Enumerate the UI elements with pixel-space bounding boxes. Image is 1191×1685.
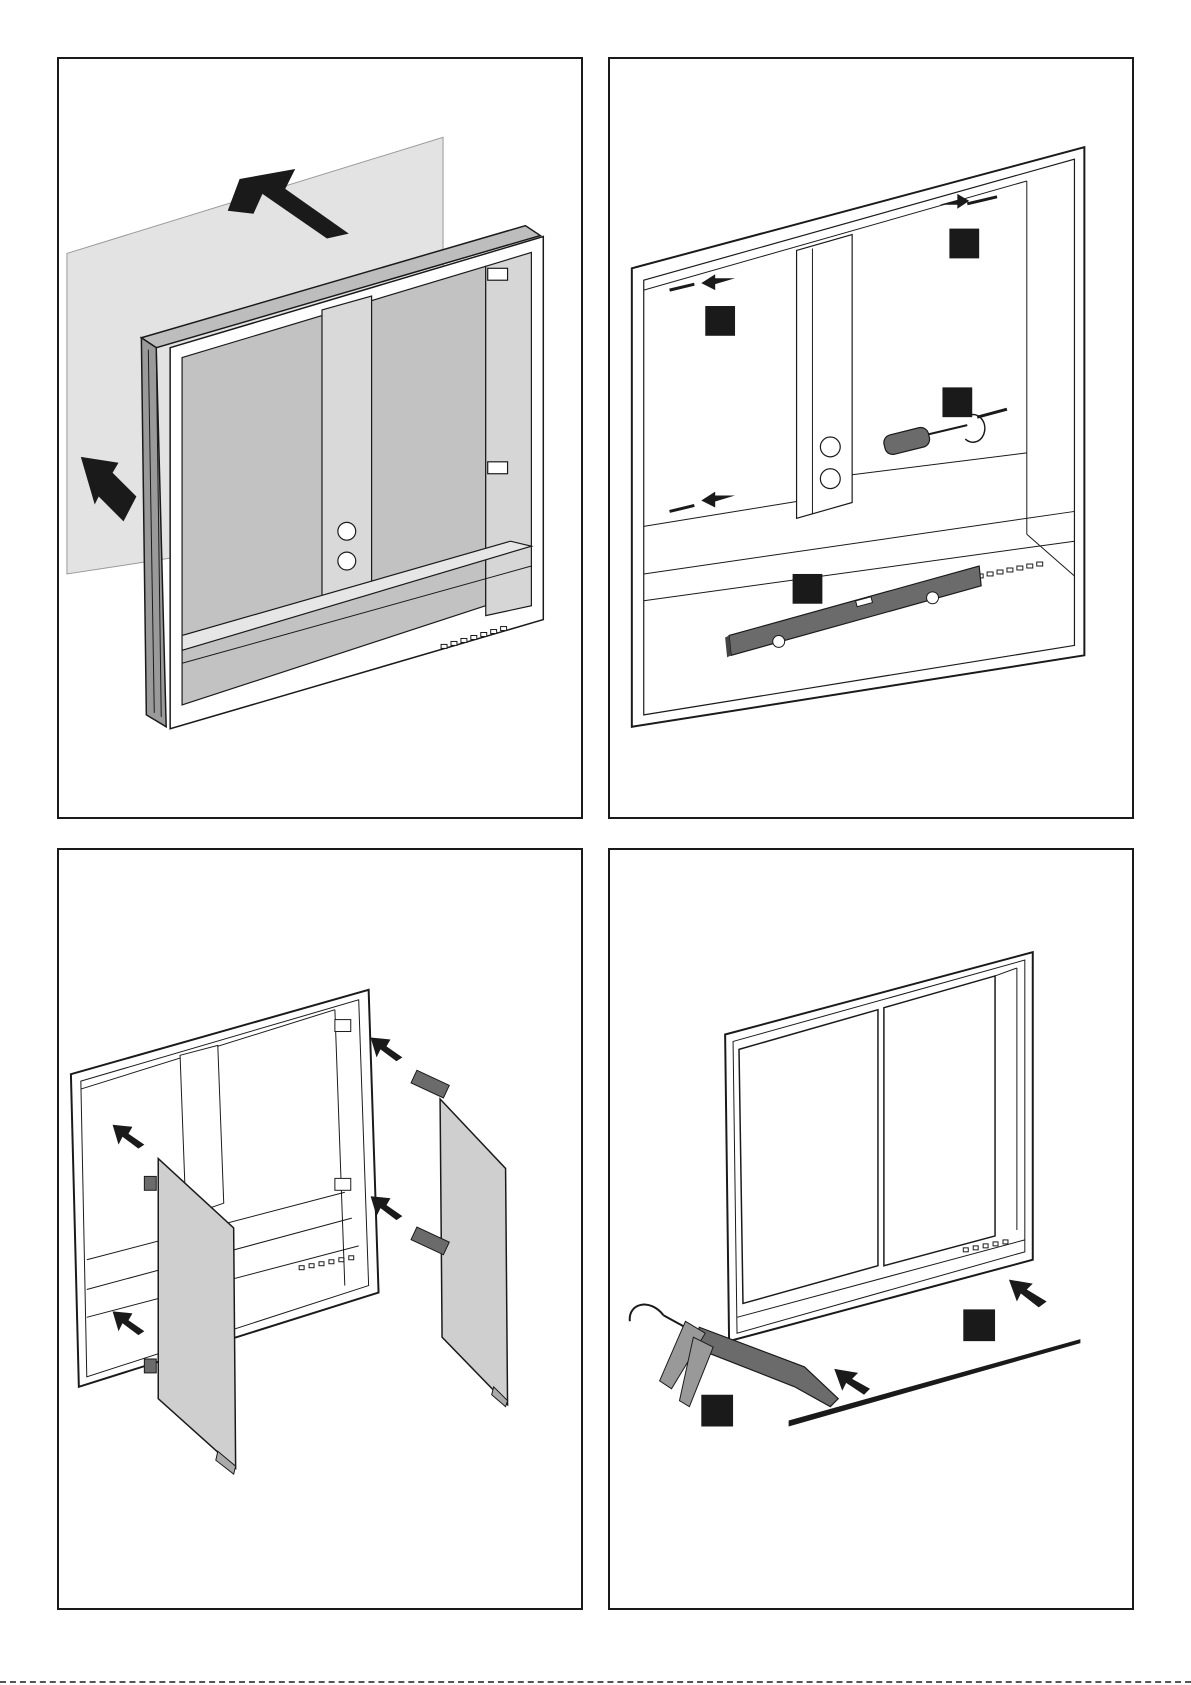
- step-1-panel: [57, 57, 583, 819]
- socket-icon: [820, 437, 840, 457]
- step-marker: [963, 1309, 995, 1341]
- step-marker: [793, 574, 823, 604]
- hinge-icon: [144, 1359, 156, 1373]
- socket-icon: [338, 522, 356, 540]
- step-4-panel: [608, 848, 1134, 1610]
- arrow-icon: [1009, 1280, 1047, 1308]
- hinge-icon: [144, 1176, 156, 1190]
- step-marker: [949, 229, 979, 259]
- hinge-mount-icon: [488, 462, 508, 474]
- left-door: [739, 1010, 878, 1304]
- wall-surface-line: [789, 1339, 1081, 1426]
- leveling-fixing-illustration: [610, 59, 1132, 817]
- step-marker: [942, 387, 972, 417]
- socket-icon: [338, 552, 356, 570]
- hinge-mount-icon: [488, 268, 508, 280]
- arrow-icon: [371, 1037, 403, 1061]
- hinge-mount-icon: [335, 1178, 351, 1190]
- cabinet-insertion-illustration: [59, 59, 581, 817]
- step-marker: [701, 1395, 733, 1427]
- door-mounting-illustration: [59, 850, 581, 1608]
- socket-icon: [820, 469, 840, 489]
- right-door: [440, 1099, 507, 1405]
- step-3-panel: [57, 848, 583, 1610]
- silicone-sealing-illustration: [610, 850, 1132, 1608]
- step-2-panel: [608, 57, 1134, 819]
- step-marker: [705, 306, 735, 336]
- page-cut-line: [0, 1681, 1191, 1685]
- hinge-mount-icon: [335, 1020, 351, 1032]
- arrow-icon: [834, 1369, 870, 1395]
- right-door: [884, 976, 995, 1266]
